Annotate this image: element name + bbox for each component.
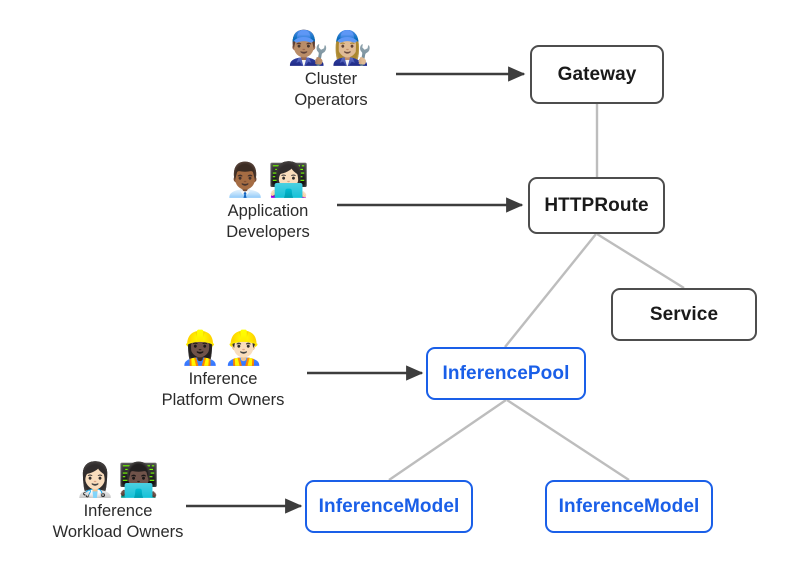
actor-cluster-operators: 👨🏽‍🔧👩🏼‍🔧 Cluster Operators: [221, 30, 441, 111]
actor-application-developers: 👨🏾‍💼👩🏻‍💻 Application Developers: [158, 162, 378, 243]
actor-cluster-operators-label: Cluster Operators: [294, 69, 367, 111]
node-service-label: Service: [649, 303, 719, 325]
actor-inference-platform-owners-line2: Platform Owners: [161, 390, 285, 409]
actor-inference-workload-owners: 👩🏻‍⚕️👨🏿‍💻 Inference Workload Owners: [8, 462, 228, 543]
cluster-operators-emoji-pair: 👨🏽‍🔧👩🏼‍🔧: [287, 28, 375, 67]
actor-inference-workload-owners-label: Inference Workload Owners: [53, 501, 184, 543]
node-inferencemodel-right[interactable]: InferenceModel: [545, 480, 713, 533]
inference-workload-owners-emoji-pair: 👩🏻‍⚕️👨🏿‍💻: [74, 460, 162, 499]
node-gateway-label: Gateway: [557, 63, 637, 85]
actor-application-developers-line2: Developers: [226, 222, 310, 241]
node-httproute[interactable]: HTTPRoute: [528, 177, 665, 234]
actor-inference-workload-owners-line2: Workload Owners: [52, 522, 184, 541]
node-inferencemodel-right-label: InferenceModel: [558, 495, 700, 517]
edge-inferencepool-model-left: [388, 399, 507, 481]
actor-inference-platform-owners: 👷🏿‍♀️👷🏻‍♂️ Inference Platform Owners: [113, 330, 333, 411]
actor-application-developers-label: Application Developers: [226, 201, 309, 243]
inference-platform-owners-emoji-pair: 👷🏿‍♀️👷🏻‍♂️: [179, 328, 267, 367]
node-gateway[interactable]: Gateway: [530, 45, 664, 104]
actor-inference-platform-owners-line1: Inference: [188, 369, 258, 388]
edge-httproute-inferencepool: [504, 233, 597, 348]
actor-arrows: [186, 66, 526, 514]
node-inferencemodel-left[interactable]: InferenceModel: [305, 480, 473, 533]
node-inferencemodel-left-label: InferenceModel: [318, 495, 460, 517]
actor-inference-platform-owners-label: Inference Platform Owners: [162, 369, 285, 411]
edge-httproute-service: [596, 232, 685, 290]
actor-cluster-operators-line1: Cluster: [304, 69, 358, 88]
node-inferencepool[interactable]: InferencePool: [426, 347, 586, 400]
application-developers-emoji-pair: 👨🏾‍💼👩🏻‍💻: [224, 160, 312, 199]
actor-inference-workload-owners-line1: Inference: [83, 501, 153, 520]
actor-cluster-operators-line2: Operators: [294, 90, 368, 109]
node-httproute-label: HTTPRoute: [544, 194, 649, 216]
node-service[interactable]: Service: [611, 288, 757, 341]
edge-inferencepool-model-right: [506, 398, 630, 482]
actor-application-developers-line1: Application: [227, 201, 309, 220]
node-inferencepool-label: InferencePool: [442, 362, 570, 384]
